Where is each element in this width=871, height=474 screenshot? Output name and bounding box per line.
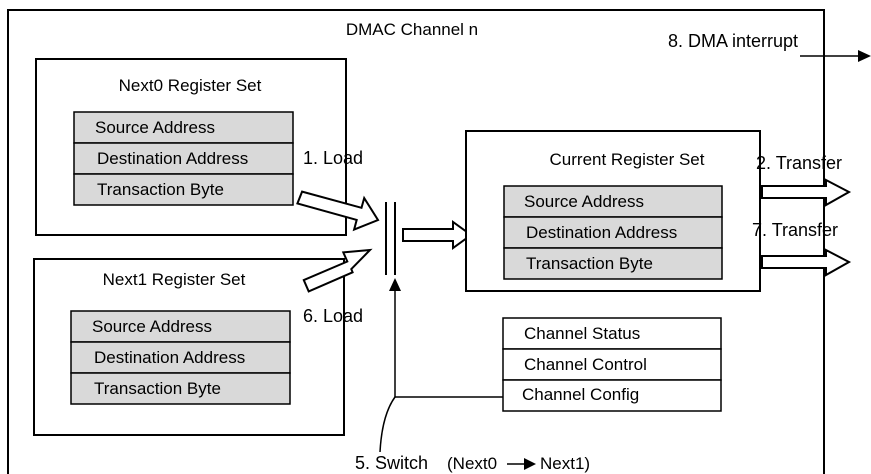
channel-outline <box>7 9 825 474</box>
switch-callout-line <box>379 396 396 453</box>
step-5-switch-label: 5. Switch <box>355 453 428 473</box>
next1-transaction-byte-label: Transaction Byte <box>94 379 221 398</box>
next1-destination-address-register <box>70 341 291 374</box>
step-1-load-label: 1. Load <box>303 148 363 168</box>
next1-destination-address-label: Destination Address <box>94 348 245 367</box>
next1-source-address-register <box>70 310 291 343</box>
switch-to-current-arrow <box>402 220 473 250</box>
load-next1-arrow <box>302 248 373 293</box>
current-destination-address-register <box>503 216 723 249</box>
next0-source-address-register <box>73 111 294 144</box>
config-to-switch-line <box>394 290 503 398</box>
step-5-switch-to: Next1) <box>540 454 590 473</box>
current-source-address-register <box>503 185 723 218</box>
next0-destination-address-register <box>73 142 294 175</box>
config-to-switch-arrow-head <box>389 278 401 291</box>
next0-transaction-byte-register <box>73 173 294 206</box>
dma-interrupt-arrow-head <box>858 50 871 62</box>
current-transaction-byte-label: Transaction Byte <box>526 254 653 273</box>
step-5-switch-from: (Next0 <box>447 454 497 473</box>
next0-destination-address-label: Destination Address <box>97 149 248 168</box>
channel-control-label: Channel Control <box>524 355 647 374</box>
next1-transaction-byte-register <box>70 372 291 405</box>
current-destination-address-label: Destination Address <box>526 223 677 242</box>
switch-direction-arrow-head <box>524 458 536 470</box>
step-6-load-label: 6. Load <box>303 306 363 326</box>
channel-title: DMAC Channel n <box>346 20 478 39</box>
step-7-transfer-label: 7. Transfer <box>752 220 838 240</box>
transfer-7-arrow <box>761 248 852 277</box>
transfer-2-arrow <box>761 178 852 207</box>
channel-status-label: Channel Status <box>524 324 640 343</box>
channel-config-register <box>502 379 722 412</box>
load-next0-arrow <box>296 190 380 232</box>
next1-source-address-label: Source Address <box>92 317 212 336</box>
next0-source-address-label: Source Address <box>95 118 215 137</box>
step-8-dma-interrupt-label: 8. DMA interrupt <box>668 31 798 51</box>
next1-title: Next1 Register Set <box>103 270 246 289</box>
next0-title: Next0 Register Set <box>119 76 262 95</box>
channel-config-label: Channel Config <box>522 385 639 404</box>
next0-transaction-byte-label: Transaction Byte <box>97 180 224 199</box>
step-2-transfer-label: 2. Transfer <box>756 153 842 173</box>
current-transaction-byte-register <box>503 247 723 280</box>
current-source-address-label: Source Address <box>524 192 644 211</box>
channel-control-register <box>502 348 722 381</box>
current-title: Current Register Set <box>550 150 705 169</box>
